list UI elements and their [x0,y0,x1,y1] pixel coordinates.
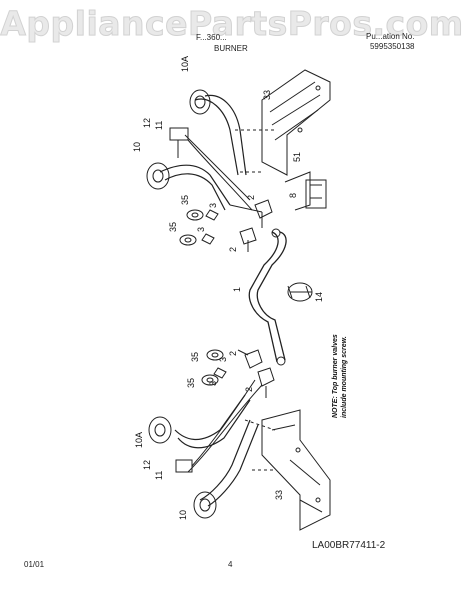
label-10a-lower: 10A [134,432,144,448]
label-2-lower-b: 2 [244,387,254,392]
burner-head-10a [189,89,211,115]
burner-head-10a-lower [148,416,172,444]
label-12-lower: 12 [142,460,152,470]
lower-knobs [201,349,227,386]
label-2-upper-b: 2 [228,247,238,252]
watermark: AppliancePartsPros.com [0,4,464,44]
publication-info: Pu...ation No. 5995350138 [366,32,414,52]
label-3-lower-b: 3 [208,381,218,386]
label-14: 14 [314,292,324,302]
label-35-lower-b: 35 [186,378,196,388]
label-3-lower-a: 3 [218,357,228,362]
note-line-2: include mounting screw. [341,336,348,418]
upper-burner-assembly [146,89,263,213]
footer-date: 01/01 [24,560,45,569]
publication-label: Pu...ation No. [366,32,415,41]
upper-valves [239,199,273,252]
label-8: 8 [288,193,298,198]
label-33-upper: 33 [262,90,272,100]
label-11-upper: 11 [154,121,164,130]
label-3-upper-a: 3 [208,203,218,208]
note-line-1: NOTE: Top burner valves [332,334,339,418]
label-35-upper-a: 35 [180,195,190,205]
page-number: 4 [228,560,233,569]
diagram-code: LA00BR77411-2 [312,540,386,551]
burner-head-10 [146,162,170,190]
label-10a-upper: 10A [180,56,190,72]
label-35-upper-b: 35 [168,222,178,232]
part-14-regulator [287,282,313,302]
label-33-lower: 33 [274,490,284,500]
label-12-upper: 12 [142,118,152,128]
lower-burner-assembly [148,379,263,519]
label-1: 1 [232,287,242,292]
label-3-upper-b: 3 [196,227,206,232]
label-11-lower: 11 [154,471,164,480]
label-51: 51 [292,152,302,162]
model-number: F...360... [196,33,227,42]
label-2-upper-a: 2 [246,195,256,200]
label-10-lower: 10 [178,510,188,520]
publication-number: 5995350138 [369,42,415,51]
bracket-33-lower [261,409,331,531]
part-51-module [284,171,327,211]
label-35-lower-a: 35 [190,352,200,362]
label-2-lower-a: 2 [228,351,238,356]
manifold-1 [248,228,287,366]
burner-head-10-lower [193,491,217,519]
bracket-33-upper [261,69,331,176]
label-10-upper: 10 [132,142,142,152]
upper-knobs [179,209,219,246]
section-title: BURNER [214,44,248,53]
lower-valves [237,349,275,398]
